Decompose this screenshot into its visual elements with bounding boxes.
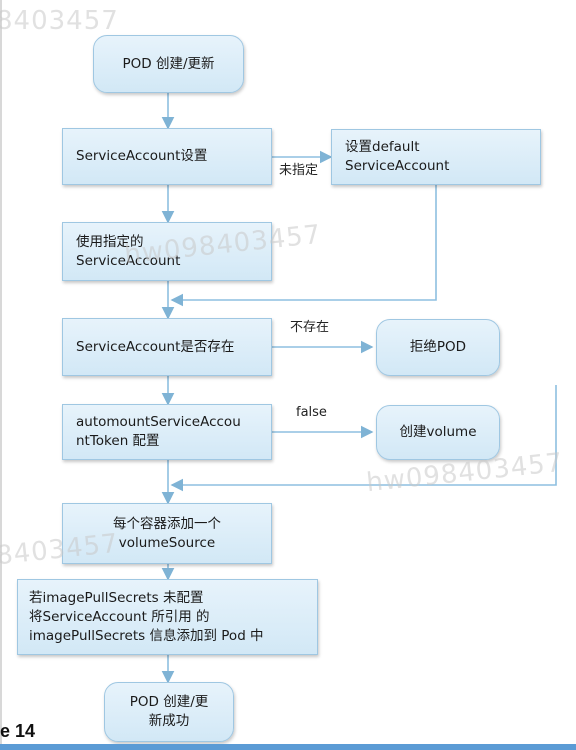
- create-volume-node: 创建volume: [376, 405, 500, 460]
- reject-pod-node: 拒绝POD: [376, 319, 500, 376]
- set-default-node: 设置default ServiceAccount: [331, 129, 541, 185]
- automount-node: automountServiceAccou ntToken 配置: [62, 404, 272, 460]
- figure-caption: e 14: [0, 721, 36, 741]
- sa-exists-label: ServiceAccount是否存在: [76, 338, 235, 355]
- use-specified-node: 使用指定的 ServiceAccount: [62, 222, 272, 281]
- end-node: POD 创建/更 新成功: [104, 682, 234, 742]
- edge-label-not-exists: 不存在: [290, 320, 330, 335]
- sa-setting-node: ServiceAccount设置: [62, 128, 272, 185]
- left-border: [0, 0, 2, 750]
- end-node-label: POD 创建/更 新成功: [129, 694, 209, 729]
- volume-source-node: 每个容器添加一个 volumeSource: [62, 503, 272, 564]
- image-pull-secrets-label: 若imagePullSecrets 未配置 将ServiceAccount 所引…: [29, 589, 264, 644]
- create-volume-label: 创建volume: [399, 424, 477, 440]
- volume-source-label: 每个容器添加一个 volumeSource: [113, 515, 221, 551]
- image-pull-secrets-node: 若imagePullSecrets 未配置 将ServiceAccount 所引…: [17, 579, 318, 655]
- bottom-bar: [0, 744, 576, 750]
- edge-volume-to-merge: [170, 385, 557, 492]
- sa-setting-label: ServiceAccount设置: [76, 148, 208, 164]
- edge-label-not-specified: 未指定: [279, 163, 319, 178]
- start-node: POD 创建/更新: [93, 35, 244, 93]
- sa-exists-node: ServiceAccount是否存在: [62, 318, 272, 376]
- edge-label-false: false: [296, 405, 327, 420]
- reject-pod-label: 拒绝POD: [409, 339, 467, 355]
- start-node-label: POD 创建/更新: [122, 55, 215, 72]
- use-specified-label: 使用指定的 ServiceAccount: [76, 233, 181, 269]
- set-default-label: 设置default ServiceAccount: [345, 139, 450, 174]
- edge-default-to-merge: [170, 185, 437, 307]
- automount-label: automountServiceAccou ntToken 配置: [76, 414, 241, 449]
